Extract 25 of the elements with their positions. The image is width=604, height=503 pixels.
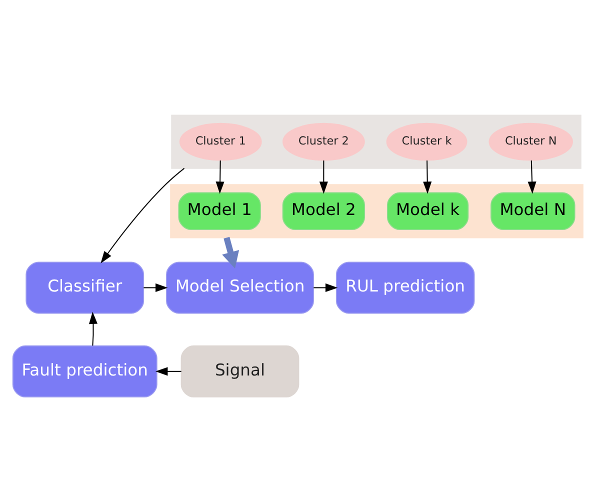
node-ellipse: Cluster 1 (179, 122, 262, 160)
arrow (222, 236, 240, 268)
arrow (314, 282, 338, 292)
node-box: RUL prediction (336, 261, 475, 314)
node-box: Signal (180, 344, 300, 397)
arrow (144, 282, 168, 292)
arrow (528, 160, 536, 194)
arrow (100, 167, 185, 263)
arrow (216, 160, 224, 194)
node-box: Model 2 (282, 192, 366, 230)
node-box: Model Selection (166, 261, 314, 314)
cluster (170, 184, 584, 238)
arrow (319, 160, 328, 194)
arrow (155, 366, 182, 376)
arrow (88, 311, 98, 346)
node-box: Model 1 (178, 192, 261, 230)
node-box: Model k (386, 192, 469, 230)
node-box: Model N (490, 192, 576, 230)
arrow (423, 160, 432, 194)
cluster (171, 114, 582, 168)
node-box: Classifier (26, 261, 144, 314)
node-ellipse: Cluster k (386, 122, 468, 160)
node-ellipse: Cluster N (488, 122, 573, 160)
node-ellipse: Cluster 2 (282, 122, 365, 160)
node-box: Fault prediction (12, 344, 158, 397)
